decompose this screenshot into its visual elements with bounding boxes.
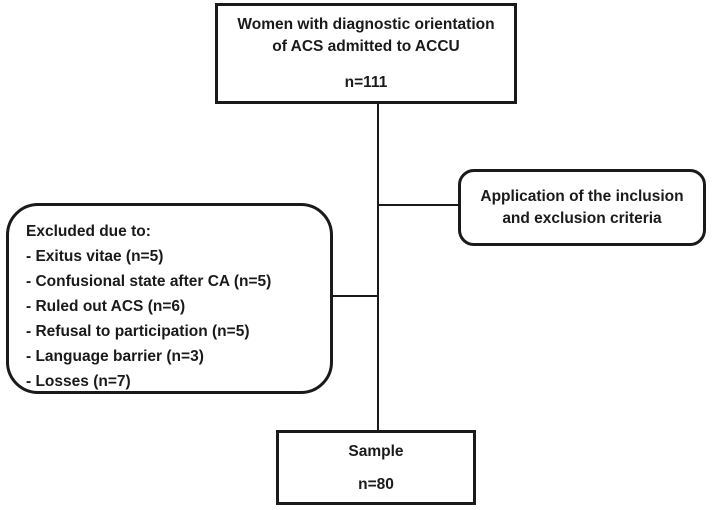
- population-box-line2: of ACS admitted to ACCU: [272, 38, 460, 55]
- criteria-box-line2: and exclusion criteria: [502, 209, 662, 227]
- excluded-box: Excluded due to: - Exitus vitae (n=5) - …: [6, 203, 333, 394]
- sample-box: Sample n=80: [276, 430, 476, 505]
- sample-box-count: n=80: [358, 475, 394, 493]
- population-box-line1: Women with diagnostic orientation: [237, 16, 495, 33]
- criteria-box-line1: Application of the inclusion: [480, 187, 684, 205]
- excluded-item: - Confusional state after CA (n=5): [26, 273, 272, 290]
- connector-to-criteria-box: [378, 204, 459, 206]
- criteria-box: Application of the inclusion and exclusi…: [458, 169, 706, 246]
- sample-box-label: Sample: [348, 442, 404, 460]
- excluded-item: - Language barrier (n=3): [26, 348, 204, 365]
- excluded-item: - Refusal to participation (n=5): [26, 323, 250, 340]
- connector-main-vertical: [377, 103, 379, 431]
- connector-from-excluded-box: [332, 295, 378, 297]
- excluded-item: - Exitus vitae (n=5): [26, 248, 164, 265]
- population-box-count: n=111: [344, 74, 388, 91]
- excluded-item: - Ruled out ACS (n=6): [26, 298, 186, 315]
- excluded-box-heading: Excluded due to:: [26, 223, 151, 240]
- population-box: Women with diagnostic orientation of ACS…: [215, 3, 517, 104]
- excluded-item: - Losses (n=7): [26, 373, 131, 390]
